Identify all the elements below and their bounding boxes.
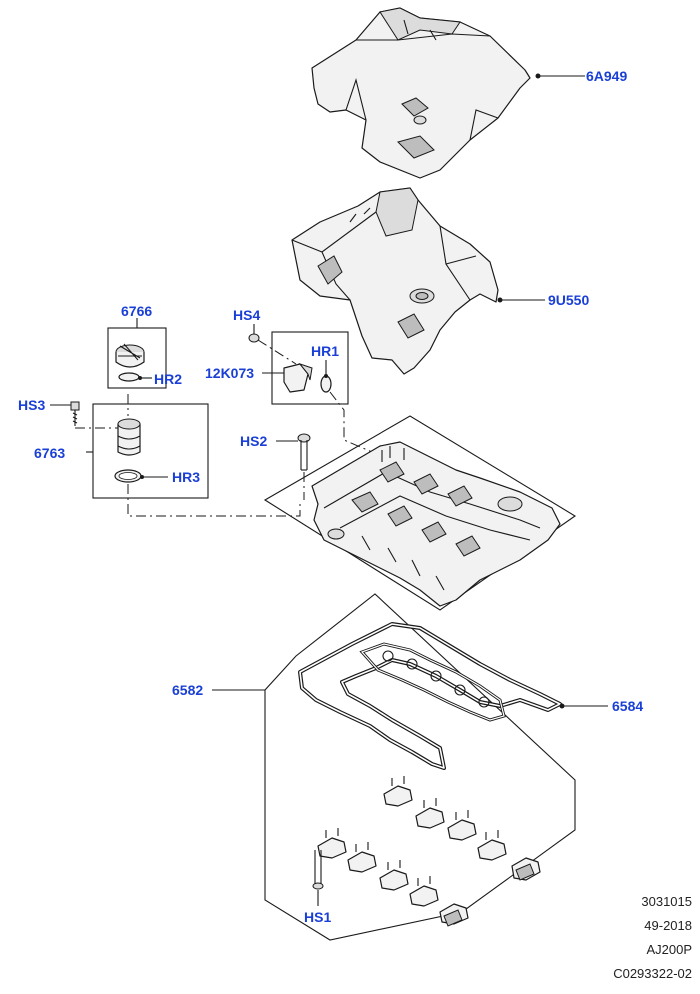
engine-cover-lower (291, 187, 499, 375)
callout-hr3: HR3 (172, 469, 200, 485)
valve-cover-gasket (298, 622, 562, 770)
oil-filler-cap (115, 343, 145, 382)
bolt-hs2 (297, 433, 311, 471)
callout-hs2: HS2 (240, 433, 267, 449)
oil-filler-tube-box (92, 403, 209, 499)
reference-number: 3031015 (641, 894, 692, 909)
callout-hs4: HS4 (233, 307, 260, 323)
oil-filler-tube (114, 418, 142, 483)
cam-bracket-clips (317, 776, 541, 927)
callout-6a949: 6A949 (586, 68, 627, 84)
valve-cover-bracket (263, 415, 577, 611)
screw-hs4 (248, 324, 260, 343)
engine-cover-upper (311, 7, 531, 179)
callout-6584: 6584 (612, 698, 643, 714)
valve-cover (311, 441, 561, 607)
reference-illustration-id: C0293322-02 (613, 966, 692, 981)
callout-hs1: HS1 (304, 909, 331, 925)
sensor-box (271, 331, 349, 405)
callout-6763: 6763 (34, 445, 65, 461)
callout-6582: 6582 (172, 682, 203, 698)
callout-9u550: 9U550 (548, 292, 589, 308)
gasket-kit-bracket (264, 593, 576, 941)
sensor-12k073 (283, 362, 332, 393)
reference-engine-code: AJ200P (646, 942, 692, 957)
callout-12k073: 12K073 (205, 365, 254, 381)
callout-hr1: HR1 (311, 343, 339, 359)
callout-hr2: HR2 (154, 371, 182, 387)
callout-hs3: HS3 (18, 397, 45, 413)
callout-6766: 6766 (121, 303, 152, 319)
bolt-hs1 (312, 850, 324, 890)
reference-date: 49-2018 (644, 918, 692, 933)
screw-hs3 (70, 401, 80, 426)
